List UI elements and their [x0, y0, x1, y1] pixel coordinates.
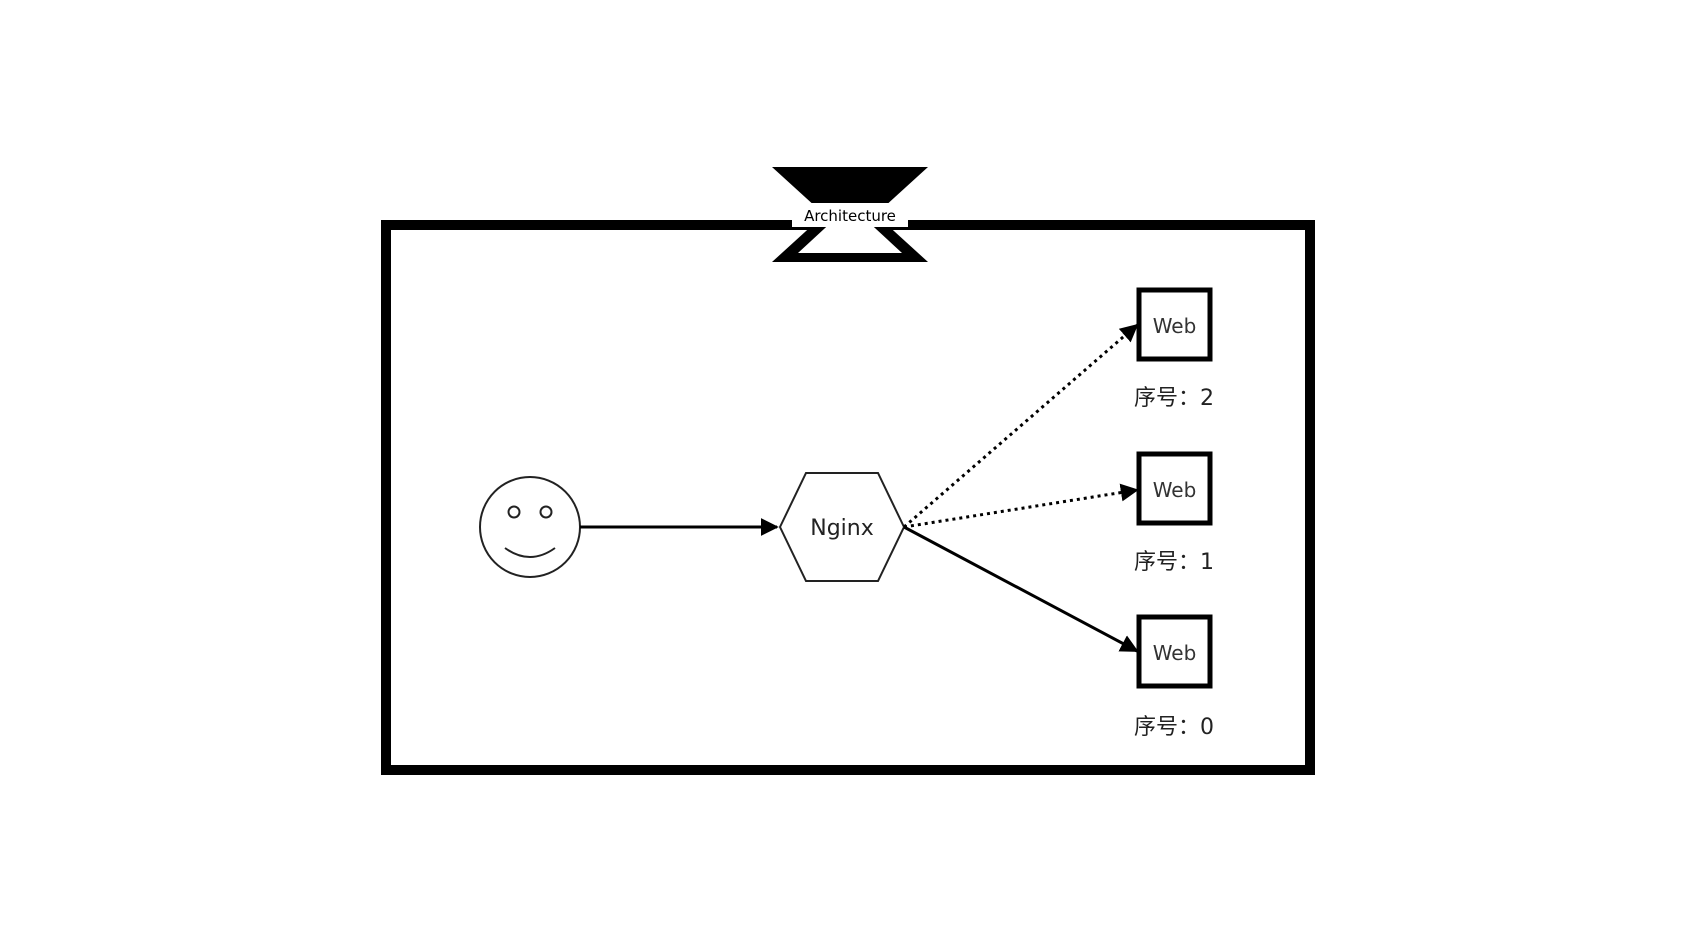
architecture-badge: Architecture — [772, 167, 928, 262]
nginx-node: Nginx — [778, 472, 906, 582]
web-server-box — [1136, 614, 1213, 689]
smiley-face-icon — [479, 476, 581, 578]
edge-nginx-to-web-2 — [903, 323, 1139, 529]
web-server-node: Web 序号：2 — [1134, 287, 1214, 411]
nginx-label: Nginx — [810, 516, 874, 541]
badge-inner-cutout — [798, 205, 902, 253]
web-server-caption: 序号：0 — [1134, 715, 1214, 740]
badge-label-box — [792, 203, 908, 227]
web-server-box — [1136, 451, 1213, 526]
web-server-node: Web 序号：0 — [1134, 614, 1214, 740]
edge-nginx-to-web-0 — [903, 525, 1139, 653]
badge-label: Architecture — [804, 207, 896, 225]
web-server-caption: 序号：1 — [1134, 550, 1214, 575]
web-server-box — [1136, 287, 1213, 362]
web-server-label: Web — [1153, 478, 1197, 502]
user-node — [479, 476, 581, 578]
web-server-caption: 序号：2 — [1134, 386, 1214, 411]
web-server-label: Web — [1153, 314, 1197, 338]
web-server-label: Web — [1153, 641, 1197, 665]
web-server-node: Web 序号：1 — [1134, 451, 1214, 575]
edge-nginx-to-web-1 — [903, 483, 1139, 529]
